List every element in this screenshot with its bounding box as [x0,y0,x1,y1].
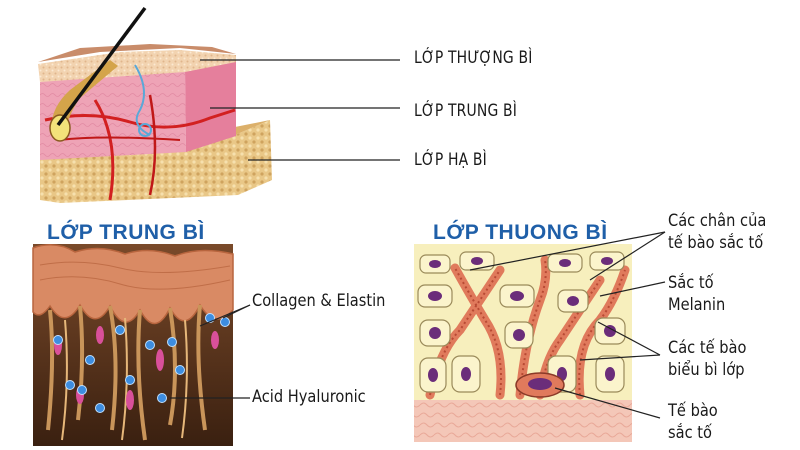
label-acid-hyaluronic: Acid Hyaluronic [252,387,366,407]
dermis-texture-line [39,276,231,290]
label-melanin: Sắc tố Melanin [668,272,725,316]
label-epidermis: LỚP THƯỢNG BÌ [414,48,533,68]
dermis-side [185,60,236,152]
blood-vessel-down [93,99,115,201]
label-line: Melanin [668,295,726,315]
label-dermis: LỚP TRUNG BÌ [414,101,518,121]
hair-follicle [51,60,119,135]
leader-basal-2 [579,354,661,361]
hyaluronic-spheres [53,313,230,413]
dermis-band [414,400,632,442]
epidermis-panel [414,231,666,442]
epidermis-panel-title: LỚP THUONG BÌ [433,221,608,244]
label-line: tế bào sắc tố [668,233,764,253]
label-melanocyte-dendrites: Các chân của tế bào sắc tố [668,210,766,254]
leader-collagen-2 [199,304,251,327]
blood-vessel [44,108,236,129]
label-melanocyte: Tế bào sắc tố [668,400,718,444]
dermis-panel [32,244,251,446]
label-line: Sắc tố [668,273,714,293]
hair-shaft [56,6,147,127]
nerve-ending [138,123,152,137]
leader-basal-1 [597,321,661,356]
melanocyte-dendrites [425,255,630,400]
blood-vessel-down-2 [148,94,157,196]
label-line: sắc tố [668,423,712,443]
label-basal-cells: Các tế bào biểu bì lớp [668,337,746,381]
label-line: Các chân của [668,211,767,231]
dermis-texture-line [39,261,231,274]
label-collagen-elastin: Collagen & Elastin [252,291,386,311]
epidermis-top [38,50,236,82]
label-line: Các tế bào [668,338,747,358]
collagen-fibers [46,304,207,441]
melanocyte-nucleus [528,378,552,390]
dermis-panel-title: LỚP TRUNG BÌ [47,221,205,244]
leader-melanin [599,281,666,297]
hypodermis-front [40,120,272,203]
hair-bulb [49,114,71,142]
label-line: Tế bào [668,401,718,421]
epidermis-surface [38,44,236,62]
leader-dendrites-1 [469,231,666,271]
leader-dendrites-2 [589,231,666,281]
skin-cross-section-block [38,6,400,203]
nerve-fiber [134,64,151,136]
label-line: biểu bì lớp [668,360,745,380]
label-hypodermis: LỚP HẠ BÌ [414,150,487,170]
blood-vessel-2 [59,136,181,141]
leader-melanocyte [554,387,661,419]
